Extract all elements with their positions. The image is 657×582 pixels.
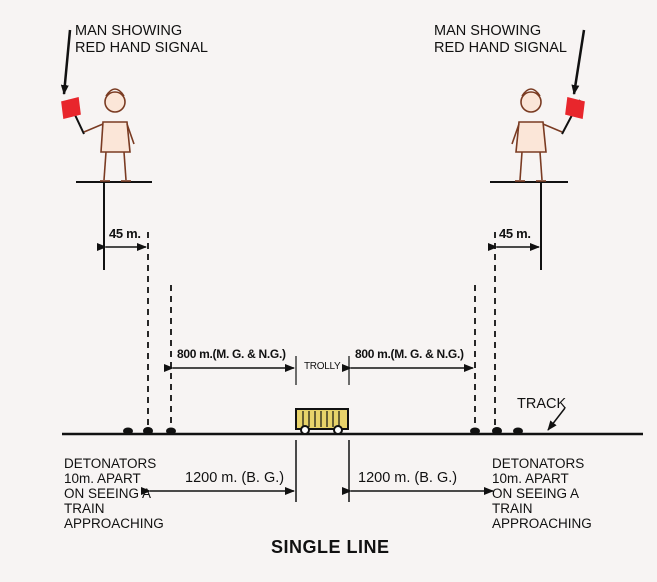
dist-45m-right: 45 m. xyxy=(499,226,531,241)
diagram-title: SINGLE LINE xyxy=(271,537,390,557)
dist-1200m-right: 1200 m. (B. G.) xyxy=(358,470,458,486)
detonator xyxy=(143,427,153,435)
detonator xyxy=(492,427,502,435)
detonator xyxy=(123,427,133,435)
dist-800m-right: 800 m.(M. G. & N.G.) xyxy=(355,347,464,361)
pointer-arrow-left xyxy=(60,29,72,95)
right-flagman-icon xyxy=(511,88,585,182)
detonator xyxy=(166,427,176,435)
trolly-icon xyxy=(295,408,349,435)
track-pointer-arrow xyxy=(547,407,566,431)
trolly-label: TROLLY xyxy=(304,361,341,372)
detonators-right-note: DETONATORS 10m. APART ON SEEING A TRAIN … xyxy=(492,456,592,531)
pointer-arrow-right xyxy=(571,29,586,95)
detonator xyxy=(513,427,523,435)
signal-label-left: MAN SHOWING RED HAND SIGNAL xyxy=(75,23,208,56)
left-flagman-icon xyxy=(61,88,135,182)
dist-1200m-left: 1200 m. (B. G.) xyxy=(185,470,285,486)
track-label: TRACK xyxy=(517,396,567,412)
detonators-left-note: DETONATORS 10m. APART ON SEEING A TRAIN … xyxy=(64,456,164,531)
detonator xyxy=(470,427,480,435)
signal-label-right: MAN SHOWING RED HAND SIGNAL xyxy=(434,23,567,56)
dist-800m-left: 800 m.(M. G. & N.G.) xyxy=(177,347,286,361)
dist-45m-left: 45 m. xyxy=(109,226,141,241)
